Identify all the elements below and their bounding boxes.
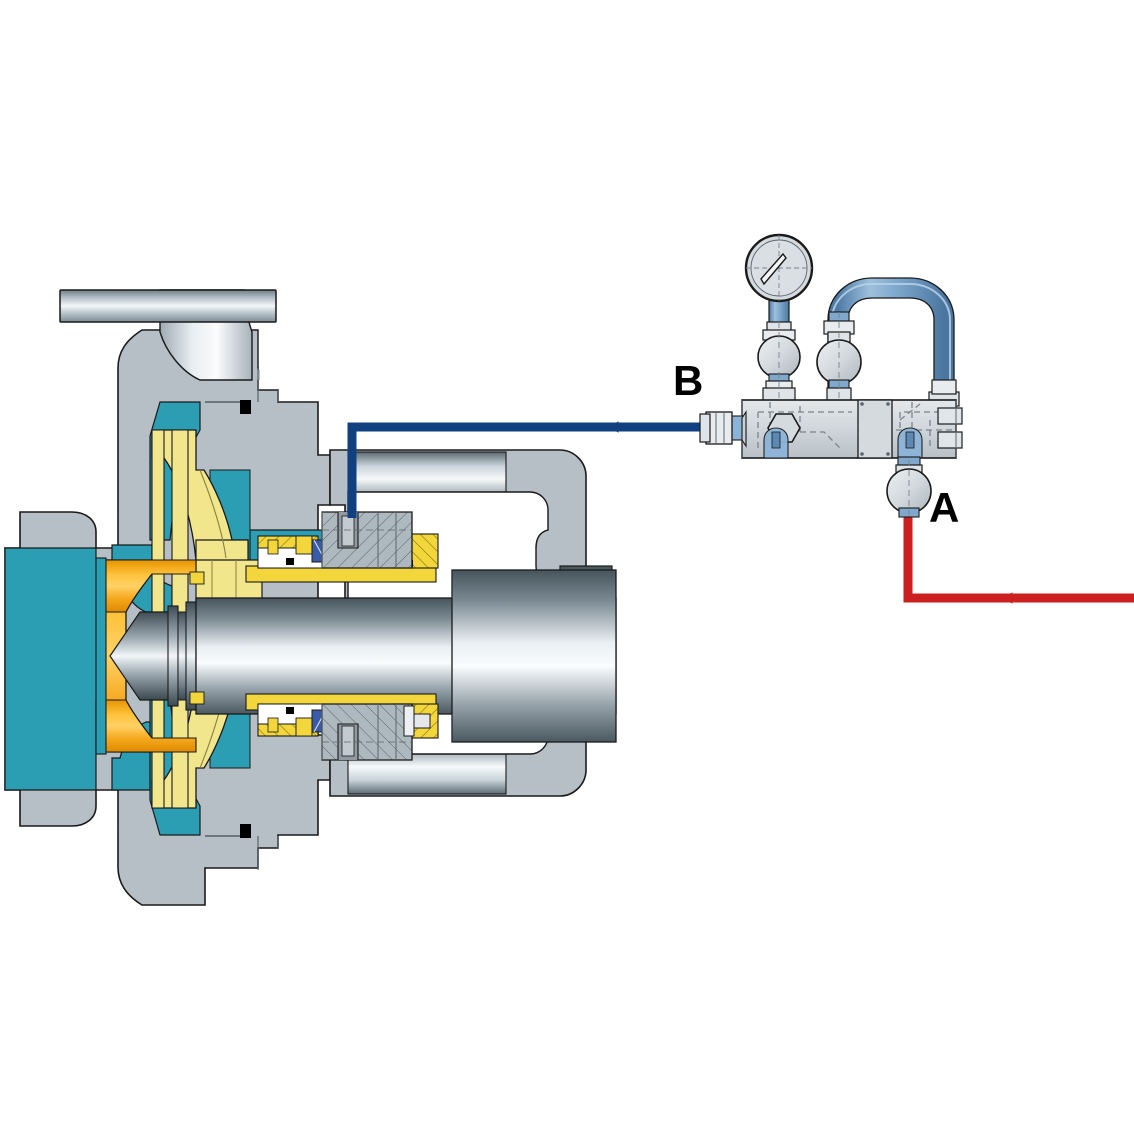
valve-manifold-block <box>741 399 963 459</box>
cooling-loop-pipe <box>827 277 955 400</box>
inlet-ball-valve <box>886 456 932 518</box>
casing-joint-gasket <box>205 368 279 870</box>
label-B: B <box>673 357 704 404</box>
pressure-gauge <box>744 233 814 303</box>
gauge-needle <box>760 252 787 286</box>
flow-lines <box>347 421 1134 604</box>
shaft-nose-cone <box>109 601 197 711</box>
label-A: A <box>929 484 960 531</box>
seal-gland-plate-upper <box>321 511 413 569</box>
outlet-port-fitting <box>699 410 747 448</box>
seal-support-system <box>699 233 963 518</box>
discharge-flange <box>59 289 277 381</box>
inducer-nose-cone <box>95 557 197 755</box>
seal-gland-plate-lower <box>321 703 431 761</box>
pump-assembly <box>4 289 617 906</box>
isolation-ball-valve-gauge <box>757 321 801 403</box>
return-line-B <box>347 422 710 518</box>
isolation-ball-valve-loop <box>816 311 862 403</box>
